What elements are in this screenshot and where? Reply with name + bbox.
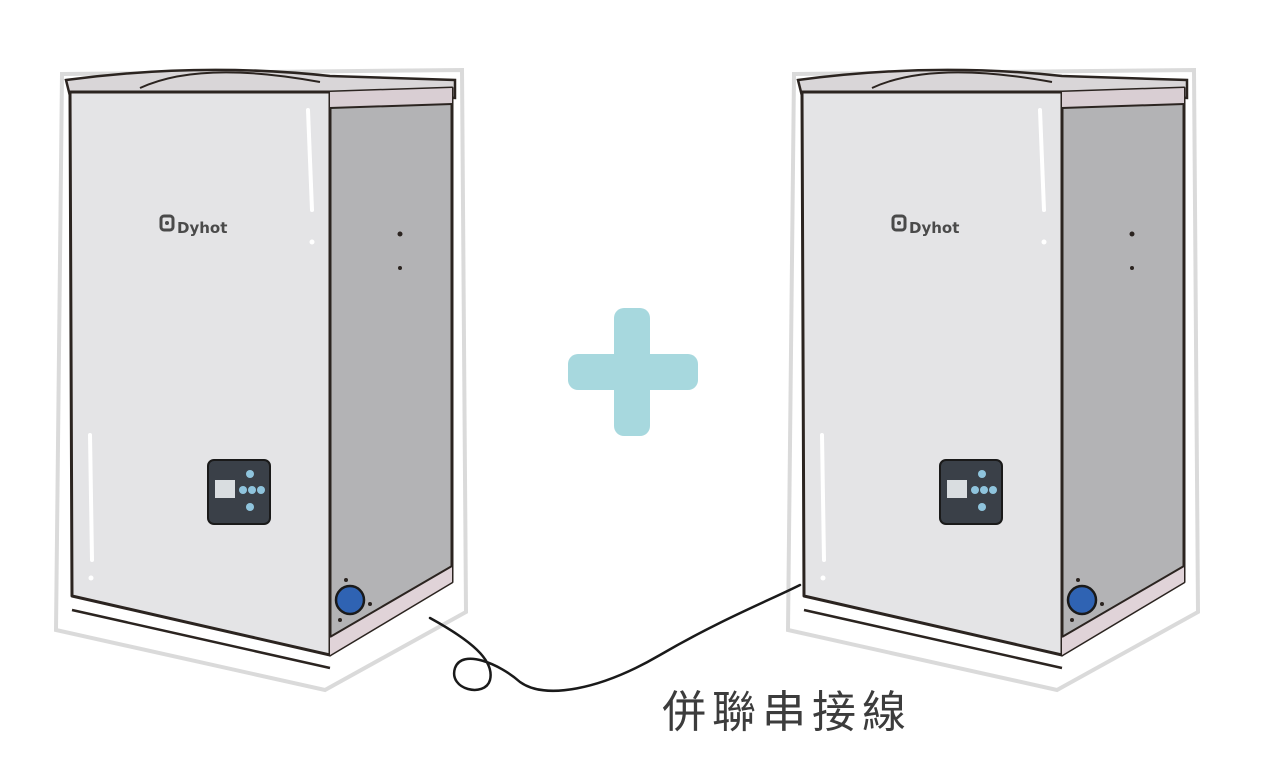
connection-cable (428, 583, 802, 692)
dyhot-logo-icon (891, 214, 907, 232)
dyhot-logo-icon (159, 214, 175, 232)
water-port-icon (1066, 578, 1104, 622)
control-panel-icon (207, 459, 271, 525)
control-panel-icon (939, 459, 1003, 525)
brand-label-right: Dyhot (909, 219, 959, 237)
brand-label-left: Dyhot (177, 219, 227, 237)
water-heater-unit-left: Dyhot (54, 67, 468, 692)
plus-icon (568, 308, 698, 436)
water-port-icon (334, 578, 372, 622)
water-heater-unit-right: Dyhot (786, 67, 1200, 692)
cable-caption: 併聯串接線 (662, 687, 912, 738)
